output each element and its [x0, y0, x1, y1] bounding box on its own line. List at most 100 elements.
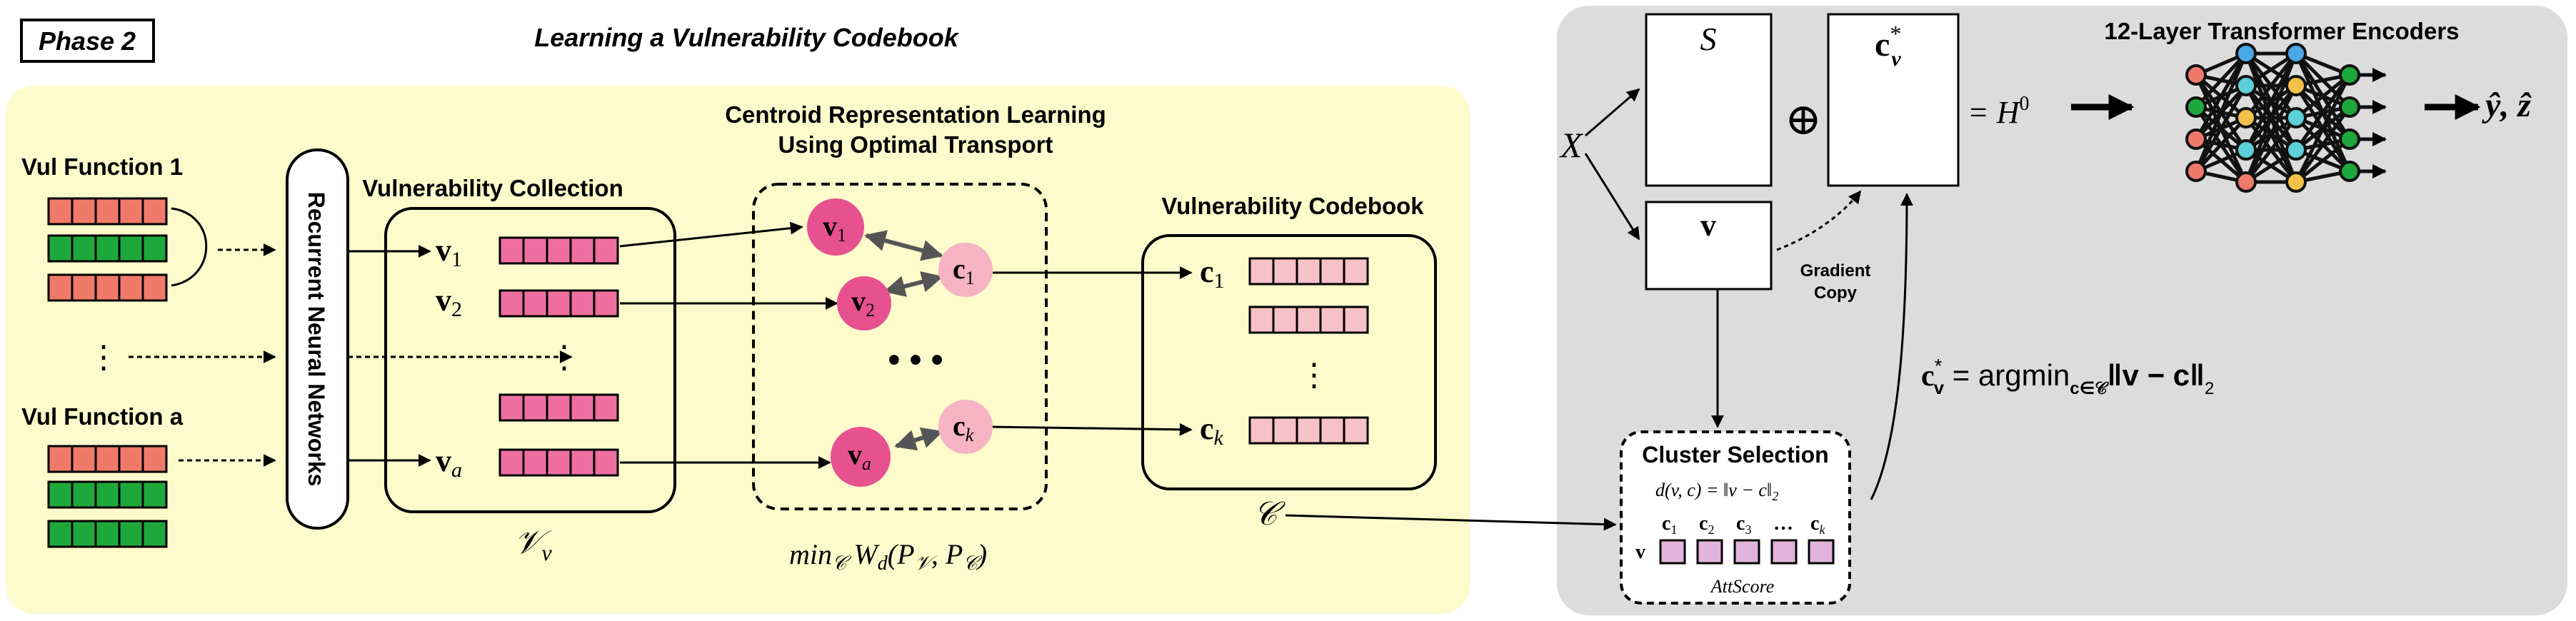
network-node — [2285, 107, 2307, 128]
func1-row-red — [47, 197, 168, 226]
network-node — [2339, 96, 2360, 118]
codebook-row-ck-cell — [1343, 416, 1369, 445]
cluster-header-3: … — [1773, 513, 1793, 535]
output-label: ŷ, ẑ — [2482, 86, 2532, 124]
network-node — [2235, 139, 2257, 161]
equals-h0: = H0 — [1968, 93, 2029, 130]
func1-row-red-2-cell — [47, 273, 74, 302]
cluster-formula: d(v, c) = ‖v − c‖2 — [1655, 480, 1778, 503]
att-score-cell — [1808, 539, 1835, 565]
network-edge — [2195, 52, 2247, 108]
phase-label: Phase 2 — [39, 26, 136, 56]
phase-label-box — [20, 19, 155, 63]
funca-row-red — [47, 445, 168, 473]
codebook-row-2 — [1248, 306, 1369, 334]
codebook-row-c1-cell — [1295, 257, 1322, 286]
network-edge — [2295, 74, 2351, 119]
codebook-row-c1-cell — [1248, 257, 1275, 286]
collection-symbol: 𝒱v — [514, 524, 552, 565]
vul-function-a-label: Vul Function a — [21, 403, 184, 430]
collection-row-v1-cell — [546, 236, 572, 265]
funca-row-green-cell — [94, 480, 121, 509]
node-v2-label: v2 — [851, 285, 875, 320]
node-ck — [938, 400, 993, 454]
func1-row-red-cell — [47, 197, 74, 226]
vul-function-1-label: Vul Function 1 — [21, 153, 183, 180]
func1-row-red-2-cell — [71, 273, 97, 302]
input-x-label: X — [1559, 125, 1584, 165]
collection-row-v1-cell — [522, 236, 548, 265]
collection-v2-label: v2 — [436, 283, 462, 321]
codebook-row-ck-cell — [1248, 416, 1275, 445]
collection-row-v1-cell — [569, 236, 596, 265]
network-edge — [2195, 116, 2247, 173]
codebook-ck-label: ck — [1200, 411, 1224, 450]
collection-va-label: va — [436, 443, 462, 482]
codebook-dots: ⋮ — [1298, 358, 1330, 393]
link-va-ck — [894, 427, 943, 451]
collection-row-extra-cell — [546, 393, 572, 422]
network-node — [2235, 75, 2257, 96]
argmin-formula: c*v = argminc∈𝒞‖v − c‖2 — [1921, 355, 2214, 398]
func1-row-red-cell — [71, 197, 97, 226]
func1-row-green-cell — [71, 234, 97, 263]
codebook-row-2-cell — [1248, 306, 1275, 334]
collection-row-va-cell — [498, 448, 525, 477]
collection-row-v2 — [498, 289, 619, 318]
funca-row-green — [47, 480, 168, 509]
codebook-row-c1 — [1248, 257, 1369, 286]
codebook-row-2-cell — [1295, 306, 1322, 334]
arrow-ck-to-codebook — [992, 423, 1193, 436]
transport-title-line1: Centroid Representation Learning — [725, 101, 1106, 128]
collection-row-va-cell — [593, 448, 619, 477]
network-node — [2285, 171, 2307, 193]
s-label: S — [1700, 21, 1717, 57]
s-box — [1645, 13, 1773, 187]
func1-row-red-2-cell — [118, 273, 144, 302]
funca-row-green-2-cell — [141, 520, 168, 548]
network-node — [2339, 64, 2360, 86]
arrow-x-to-s — [1585, 88, 1640, 137]
collection-row-v2-cell — [569, 289, 596, 318]
network-node — [2339, 161, 2360, 182]
network-edge — [2194, 84, 2248, 173]
network-edge — [2194, 53, 2248, 172]
collection-title: Vulnerability Collection — [362, 175, 623, 201]
collection-row-v2-cell — [546, 289, 572, 318]
collection-row-extra — [498, 393, 619, 422]
funca-row-green-2-cell — [47, 520, 74, 548]
network-edge — [2194, 52, 2248, 141]
funca-row-green-cell — [47, 480, 74, 509]
token-rows — [47, 66, 1950, 548]
network-node — [2235, 171, 2257, 193]
funca-row-green-cell — [118, 480, 144, 509]
arrow-x-to-v — [1584, 153, 1640, 241]
transport-box — [752, 183, 1048, 510]
codebook-box — [1141, 234, 1437, 490]
codebook-row-ck-cell — [1319, 416, 1345, 445]
codebook-row-ck-cell — [1295, 416, 1322, 445]
link-v2-c1 — [883, 271, 943, 297]
collection-row-v1 — [498, 236, 619, 265]
page-title: Learning a Vulnerability Codebook — [534, 23, 959, 52]
collection-row-v1-cell — [498, 236, 525, 265]
att-score-cell — [1770, 539, 1798, 565]
network-node — [2235, 43, 2257, 64]
network-node — [2235, 107, 2257, 128]
cluster-header-1: c2 — [1699, 513, 1714, 537]
node-v1 — [807, 198, 864, 256]
network-node — [2285, 43, 2307, 64]
funca-row-green-2-cell — [94, 520, 121, 548]
cv-star-label: c*v — [1875, 21, 1901, 71]
rnn-block — [286, 148, 349, 530]
network-edge — [2244, 52, 2298, 151]
funca-row-red-cell — [141, 445, 168, 473]
func1-row-green-cell — [141, 234, 168, 263]
att-score-cell — [1696, 539, 1723, 565]
collection-row-va-cell — [546, 448, 572, 477]
node-v2 — [837, 276, 891, 330]
network-edge — [2294, 74, 2352, 183]
collection-row-va — [498, 448, 619, 477]
codebook-title: Vulnerability Codebook — [1161, 193, 1424, 219]
